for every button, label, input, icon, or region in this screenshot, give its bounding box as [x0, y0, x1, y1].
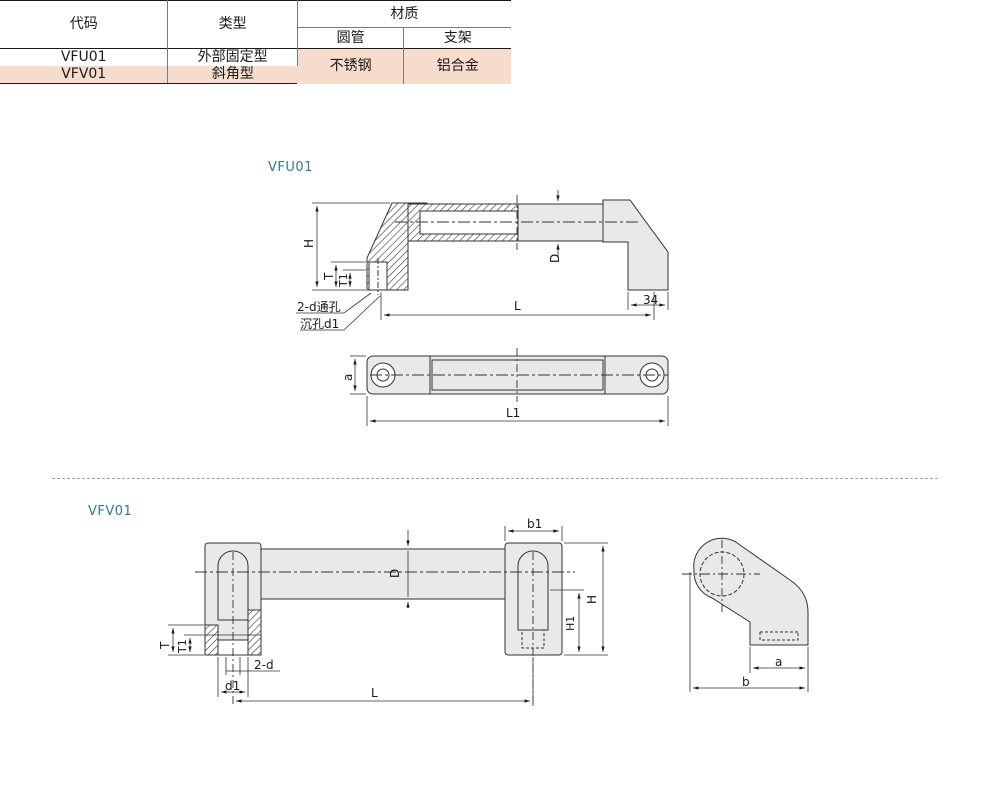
label-H1: H1	[564, 616, 577, 631]
label-through-hole: 2-d通孔	[297, 300, 341, 314]
row-code: VFV01	[0, 66, 169, 84]
label-hole: 2-d	[254, 658, 274, 672]
section-divider	[52, 478, 938, 479]
vfu-title: VFU01	[268, 160, 313, 175]
label-d1: d1	[225, 679, 240, 693]
label-H: H	[302, 239, 316, 248]
bracket-material: 铝合金	[403, 48, 511, 84]
vfu-top-dimensions	[350, 355, 669, 426]
label-D: D	[388, 569, 402, 578]
label-T: T	[322, 272, 336, 281]
vfu-side-view	[366, 199, 669, 295]
label-b: b	[742, 675, 750, 689]
spec-table: 代码 类型 材质 圆管 支架 VFU01 外部固定型 不锈钢 铝合金 VFV01…	[0, 0, 511, 84]
label-H: H	[585, 595, 599, 604]
vfv-title: VFV01	[88, 504, 133, 519]
label-counterbore: 沉孔d1	[300, 317, 339, 331]
header-type: 类型	[167, 0, 298, 49]
vfv-front-dimensions	[168, 526, 608, 706]
vfv-side-view	[693, 537, 809, 646]
header-code: 代码	[0, 0, 169, 49]
label-L: L	[371, 686, 378, 700]
row-type: 斜角型	[167, 66, 298, 84]
label-a: a	[341, 374, 355, 381]
header-tube: 圆管	[297, 27, 405, 49]
label-D: D	[548, 254, 562, 263]
label-T1: T1	[176, 639, 189, 654]
vfv-front-view	[204, 542, 563, 656]
label-a: a	[775, 655, 782, 669]
header-material: 材质	[390, 5, 419, 22]
label-T1: T1	[337, 273, 350, 288]
row-type: 外部固定型	[167, 48, 298, 66]
vfv-side-dimensions	[689, 572, 809, 692]
label-L1: L1	[506, 406, 520, 420]
tube-material: 不锈钢	[297, 48, 405, 84]
header-bracket: 支架	[403, 27, 511, 49]
row-code: VFU01	[0, 48, 169, 66]
label-34: 34	[643, 293, 658, 307]
label-L: L	[514, 299, 521, 313]
label-b1: b1	[527, 517, 542, 531]
label-T: T	[158, 641, 172, 650]
vfu-dimensions	[296, 190, 669, 331]
